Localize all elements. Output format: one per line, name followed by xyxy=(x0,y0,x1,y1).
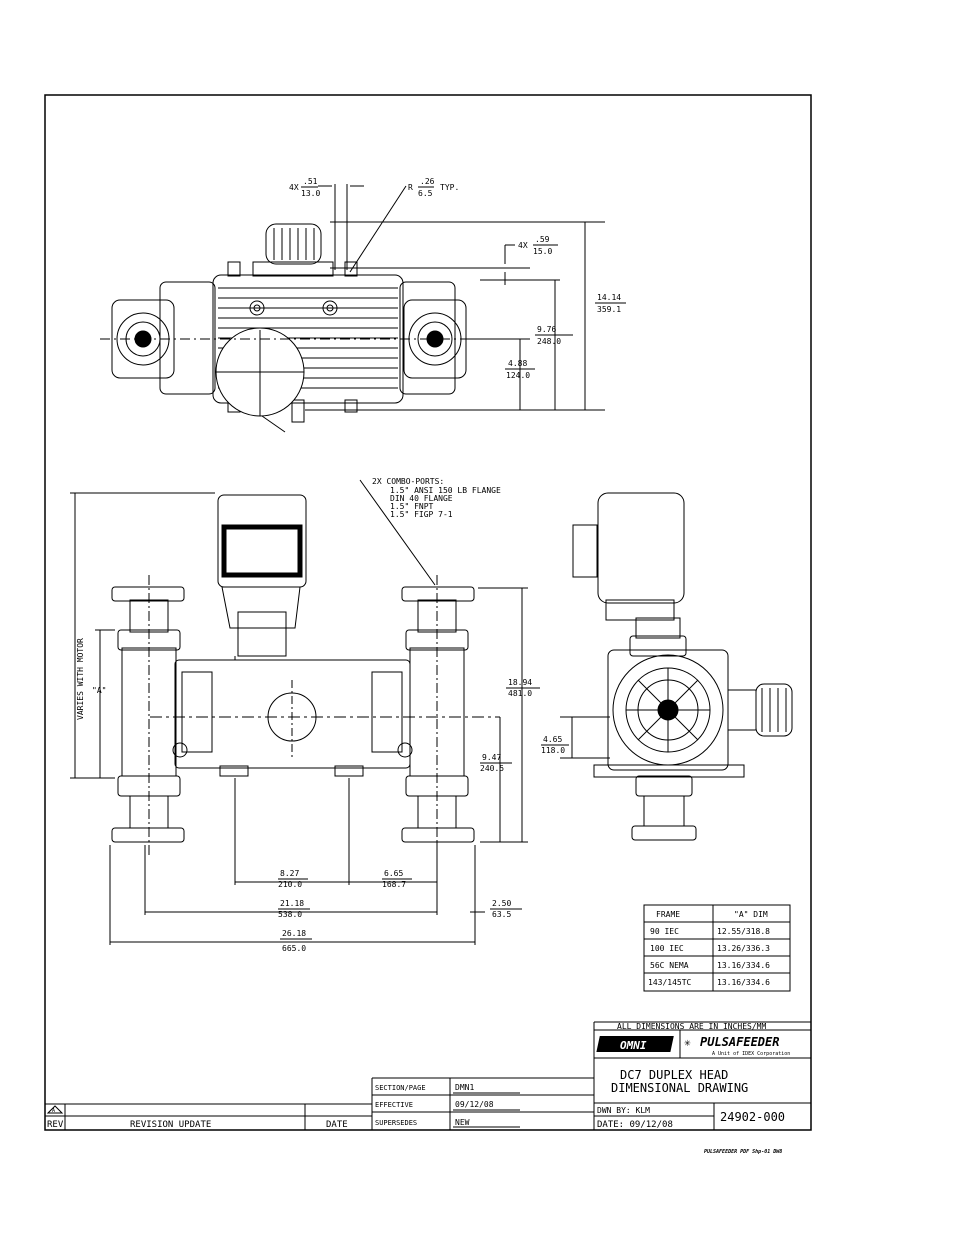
drawing-number: 24902-000 xyxy=(720,1110,785,1124)
table-cell-a-dim: 12.55/318.8 xyxy=(717,927,770,936)
center-dim-in: 9.47 xyxy=(482,753,501,762)
supersedes-label: SUPERSEDES xyxy=(375,1119,417,1127)
slot-dim-mm: 15.0 xyxy=(533,247,552,256)
table-cell-a-dim: 13.16/334.6 xyxy=(717,978,770,987)
mount-dim-mm: 210.0 xyxy=(278,880,302,889)
overall-dim-mm: 665.0 xyxy=(282,944,306,953)
a-dim-label: "A" xyxy=(92,686,106,695)
ports-note-line-5: 1.5" FIGP 7-1 xyxy=(390,510,453,519)
rev-label: REV xyxy=(47,1120,64,1130)
section-page-label: SECTION/PAGE xyxy=(375,1084,426,1092)
shaft-dim-in: 4.65 xyxy=(543,735,562,744)
ports-note-line-1: 2X COMBO-PORTS: xyxy=(372,477,444,486)
rev-symbol: A xyxy=(52,1108,55,1114)
depth-dim-in: 2.50 xyxy=(492,899,511,908)
pulsafeeder-logo-text: PULSAFEEDER xyxy=(700,1035,779,1049)
offset-dim-mm: 168.7 xyxy=(382,880,406,889)
table-header-a-dim: "A" DIM xyxy=(734,910,768,919)
port-height-dim-mm: 481.0 xyxy=(508,689,532,698)
title-block xyxy=(45,1021,811,1130)
revision-triangle-icon: A xyxy=(46,1105,64,1114)
table-header-frame: FRAME xyxy=(656,910,680,919)
drawing-date: DATE: 09/12/08 xyxy=(597,1120,673,1130)
mount-dim-in: 8.27 xyxy=(280,869,299,878)
table-cell-frame: 90 IEC xyxy=(650,927,679,936)
low-dim-mm: 124.0 xyxy=(506,371,530,380)
slot-count-label: 4X xyxy=(518,241,528,250)
omni-logo: OMNI xyxy=(596,1036,674,1052)
front-view xyxy=(111,494,500,858)
overall-dim-in: 26.18 xyxy=(282,929,306,938)
top-view xyxy=(100,223,480,433)
depth-dim-mm: 63.5 xyxy=(492,910,511,919)
ports-note-line-4: 1.5" FNPT xyxy=(390,502,434,511)
pulsafeeder-star-icon: ✳ xyxy=(684,1036,691,1049)
hole-dim-mm: 13.0 xyxy=(301,189,320,198)
table-cell-frame: 100 IEC xyxy=(650,944,684,953)
radius-dim-mm: 6.5 xyxy=(418,189,433,198)
low-dim-in: 4.88 xyxy=(508,359,527,368)
shaft-dim-mm: 118.0 xyxy=(541,746,565,755)
center-dim-mm: 240.5 xyxy=(480,764,504,773)
footer-note: PULSAFEEDER PDF Shp-01 DW8 xyxy=(704,1149,782,1155)
table-cell-frame: 56C NEMA xyxy=(650,961,689,970)
pulsafeeder-logo: PULSAFEEDER A Unit of IDEX Corporation ✳ xyxy=(684,1035,790,1057)
port-span-dim-mm: 538.0 xyxy=(278,910,302,919)
mid-dim-in: 9.76 xyxy=(537,325,556,334)
drawing-border xyxy=(44,94,812,1131)
frame-table: FRAME "A" DIM 90 IEC 12.55/318.8 100 IEC… xyxy=(643,904,791,992)
side-view xyxy=(572,492,793,841)
ports-note-line-3: DIN 40 FLANGE xyxy=(390,494,453,503)
section-page-value: DMN1 xyxy=(455,1083,474,1092)
hole-count-label: 4X xyxy=(289,183,299,192)
height-dim-in: 14.14 xyxy=(597,293,621,302)
table-cell-a-dim: 13.26/336.3 xyxy=(717,944,770,953)
drawn-by: DWN BY: KLM xyxy=(597,1106,650,1115)
revision-update-label: REVISION UPDATE xyxy=(130,1120,211,1130)
port-span-dim-in: 21.18 xyxy=(280,899,304,908)
varies-with-motor-label: VARIES WITH MOTOR xyxy=(76,638,85,720)
ports-note: 2X COMBO-PORTS: 1.5" ANSI 150 LB FLANGE … xyxy=(372,477,501,519)
table-cell-frame: 143/145TC xyxy=(648,978,692,987)
ports-note-line-2: 1.5" ANSI 150 LB FLANGE xyxy=(390,486,501,495)
all-dimensions-note: ALL DIMENSIONS ARE IN INCHES/MM xyxy=(617,1022,766,1031)
pulsafeeder-logo-sub: A Unit of IDEX Corporation xyxy=(712,1051,790,1057)
effective-value: 09/12/08 xyxy=(455,1100,494,1109)
date-label: DATE xyxy=(326,1120,348,1130)
slot-dim-in: .59 xyxy=(535,235,550,244)
drawing-title-line-1: DC7 DUPLEX HEAD xyxy=(620,1068,728,1082)
supersedes-value: NEW xyxy=(455,1118,470,1127)
omni-logo-text: OMNI xyxy=(620,1039,647,1052)
drawing-title-line-2: DIMENSIONAL DRAWING xyxy=(611,1081,748,1095)
mid-dim-mm: 248.0 xyxy=(537,337,561,346)
port-height-dim-in: 18.94 xyxy=(508,678,532,687)
offset-dim-in: 6.65 xyxy=(384,869,403,878)
radius-dim-in: .26 xyxy=(420,177,435,186)
radius-prefix: R xyxy=(408,183,413,192)
height-dim-mm: 359.1 xyxy=(597,305,621,314)
table-cell-a-dim: 13.16/334.6 xyxy=(717,961,770,970)
effective-label: EFFECTIVE xyxy=(375,1101,413,1109)
radius-typ: TYP. xyxy=(440,183,459,192)
hole-dim-in: .51 xyxy=(303,177,318,186)
